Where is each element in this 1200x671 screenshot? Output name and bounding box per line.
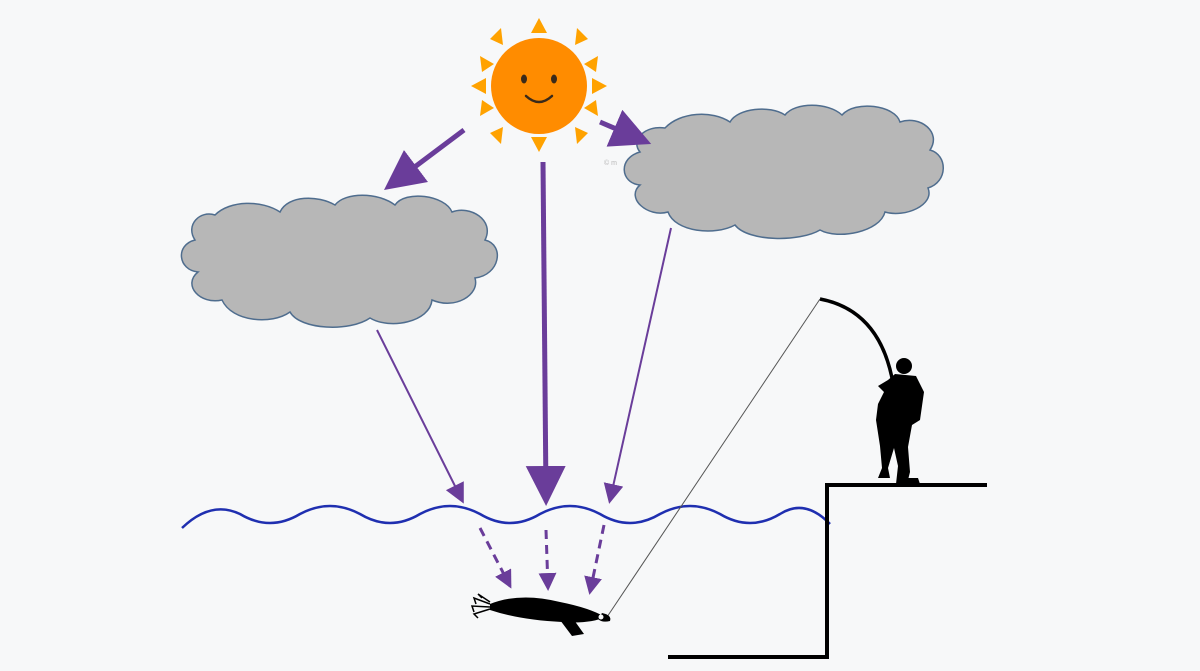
underwater-light-arrows: [480, 525, 604, 592]
sun-body: [491, 38, 587, 134]
dashed-arrow-left: [480, 528, 510, 586]
jig-hooks: [472, 594, 490, 618]
fishing-rod: [820, 299, 892, 378]
sun-icon: [471, 18, 607, 152]
arrow-sun-direct-to-water: [543, 162, 546, 496]
arrow-right-cloud-to-water: [610, 228, 671, 500]
dashed-arrow-right: [590, 525, 604, 592]
cloud-left-icon: [181, 195, 497, 327]
fishing-line: [607, 299, 820, 617]
arrow-sun-to-right-cloud: [600, 122, 642, 140]
watermark-text: © m: [604, 160, 617, 167]
cloud-right-icon: [624, 105, 943, 238]
arrow-sun-to-left-cloud: [392, 130, 464, 184]
arrow-left-cloud-to-water: [377, 330, 462, 500]
fisherman-silhouette-icon: [820, 299, 924, 484]
dashed-arrow-center: [546, 530, 548, 588]
water-surface-wave: [182, 506, 830, 528]
squid-jig-lure-icon: [472, 594, 610, 636]
